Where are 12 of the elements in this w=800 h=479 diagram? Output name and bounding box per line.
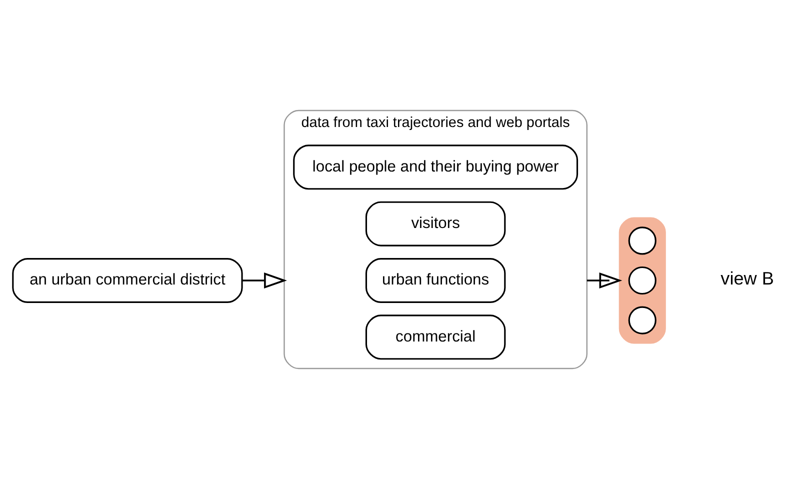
node-circle xyxy=(628,226,656,255)
node-box: commercial xyxy=(365,314,506,360)
node-circle xyxy=(628,306,656,334)
node-box: local people and their buying power xyxy=(293,144,578,190)
arrow xyxy=(586,272,622,289)
node-box: urban functions xyxy=(365,258,506,303)
node-label: view B xyxy=(720,268,774,289)
node-box: visitors xyxy=(365,201,506,246)
arrow xyxy=(242,272,287,289)
cluster xyxy=(618,217,666,344)
node-circle xyxy=(628,266,656,295)
node-box: an urban commercial district xyxy=(12,258,243,303)
